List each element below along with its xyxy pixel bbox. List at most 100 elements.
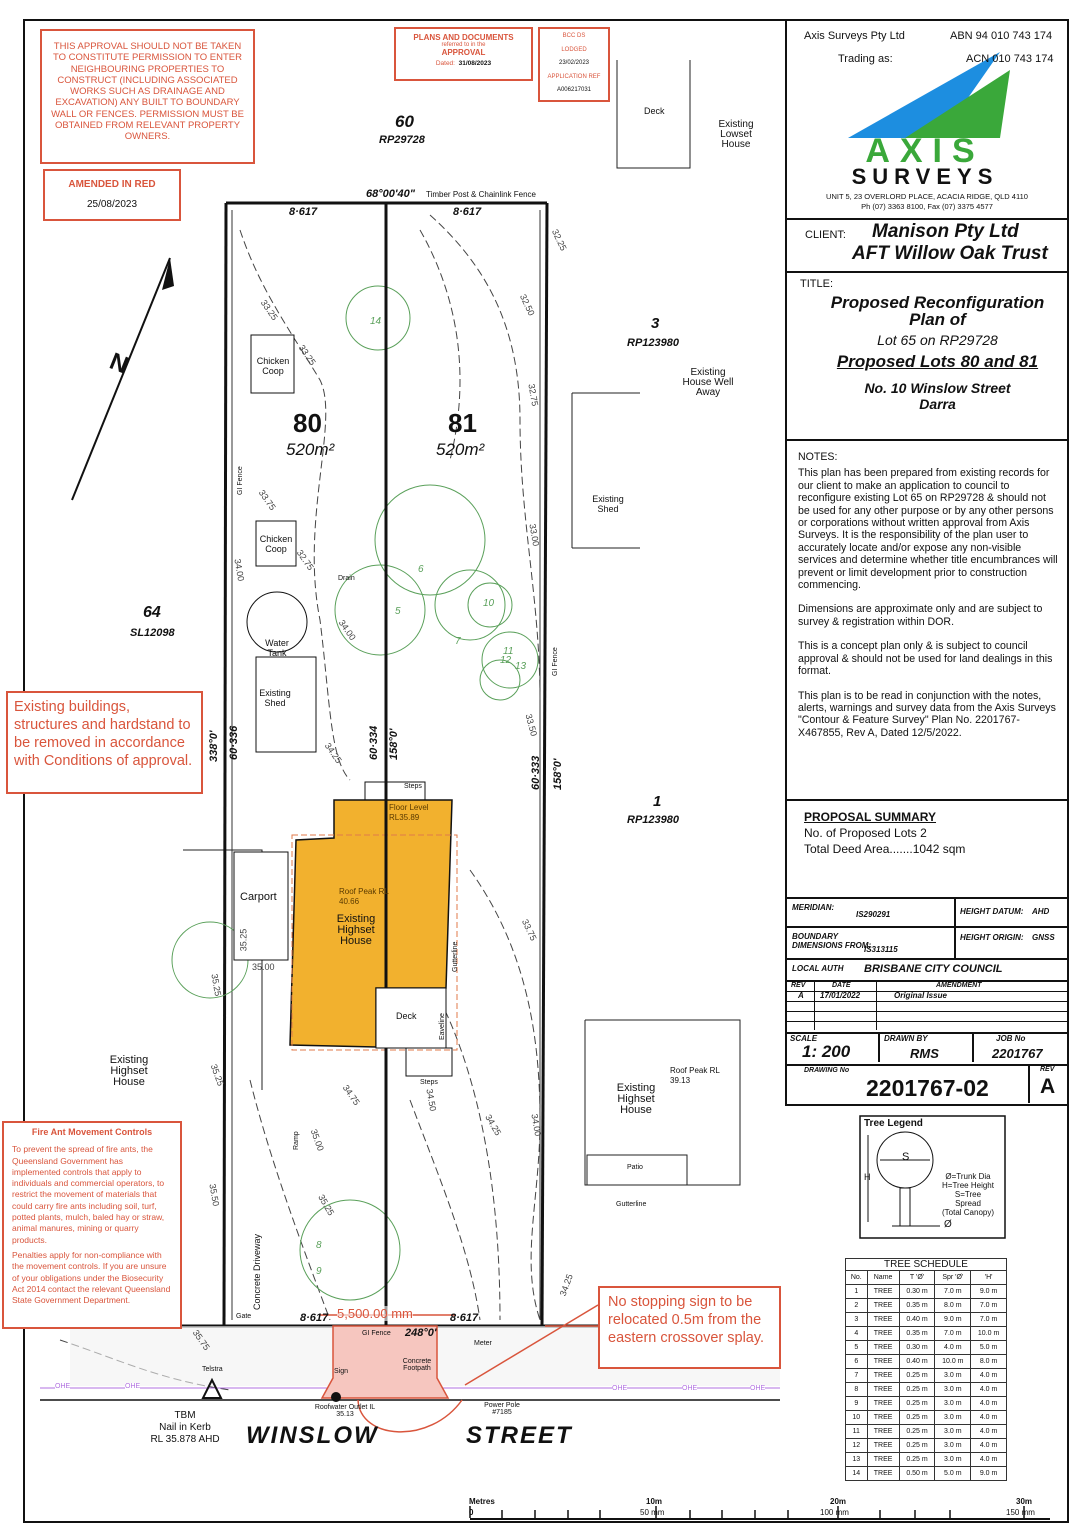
local-auth-label: LOCAL AUTH [792, 964, 844, 973]
existing-highset-left-label: Existing Highset House [109, 1054, 149, 1088]
top-fence-label: Timber Post & Chainlink Fence [426, 190, 536, 199]
telstra-label: Telstra [202, 1366, 223, 1373]
tree-schedule-cell: 7.0 m [934, 1284, 972, 1299]
eaveline-label: Eaveline [439, 1013, 446, 1040]
scale-bar-zero: 0 [469, 1508, 474, 1517]
tree-schedule-cell: 3.0 m [934, 1452, 972, 1467]
client-name-1: Manison Pty Ltd [872, 221, 1019, 242]
crossover-hatch [320, 1325, 450, 1399]
existing-highset-house-label: Existing Highset House [336, 913, 376, 947]
right-bearing: 158°0' [552, 758, 564, 791]
drawn-by-label: DRAWN BY [884, 1034, 928, 1043]
concrete-driveway-label: Concrete Driveway [252, 1233, 262, 1310]
tree-schedule-cell: 2 [845, 1298, 868, 1313]
water-tank-label: Water Tank [265, 638, 289, 658]
bcc-app-ref-label: APPLICATION REF [547, 73, 601, 80]
tree-schedule-cell: 0.30 m [898, 1340, 936, 1355]
mid-bearing: 158°0' [388, 728, 400, 761]
tree-schedule-cell: 3.0 m [934, 1396, 972, 1411]
tree-schedule-cell: 4.0 m [970, 1396, 1007, 1411]
tree-schedule-header: No. [845, 1270, 868, 1285]
meridian-label: MERIDIAN: [792, 903, 835, 912]
right-length: 60·333 [530, 755, 542, 790]
gutterline-right-label: Gutterline [616, 1201, 647, 1208]
ohe-label-1: OHE [55, 1383, 71, 1390]
tree-schedule-cell: 14 [845, 1466, 868, 1481]
existing-shed-right-label: Existing Shed [592, 494, 624, 514]
rev-header: REV [791, 982, 806, 989]
job-no-label: JOB No [996, 1034, 1026, 1043]
tree-schedule-cell: 3 [845, 1312, 868, 1327]
patio-label: Patio [627, 1164, 643, 1171]
scale-bar-30m: 30m [1016, 1497, 1033, 1506]
tree-schedule-cell: 3.0 m [934, 1438, 972, 1453]
tree-schedule-cell: TREE [866, 1326, 900, 1341]
tree-schedule-cell: 7.0 m [970, 1312, 1007, 1327]
tree-schedule-cell: 0.25 m [898, 1438, 936, 1453]
rev-row-amendment: Original Issue [894, 991, 947, 1000]
title-line-5: No. 10 Winslow Street [864, 380, 1011, 396]
tree-schedule-cell: 12 [845, 1438, 868, 1453]
tree-schedule-title: TREE SCHEDULE [845, 1258, 1007, 1270]
plans-documents-stamp: PLANS AND DOCUMENTS referred to in the A… [394, 27, 533, 81]
tree-schedule-cell: 10 [845, 1410, 868, 1425]
ohe-label-4: OHE [682, 1385, 698, 1392]
tree-schedule-cell: 4.0 m [970, 1382, 1007, 1397]
permission-note-stamp: THIS APPROVAL SHOULD NOT BE TAKEN TO CON… [40, 29, 255, 164]
tree-schedule-cell: 8 [845, 1382, 868, 1397]
tree-schedule-cell: 7.0 m [934, 1326, 972, 1341]
tree-schedule-cell: 4.0 m [970, 1452, 1007, 1467]
surveys-logo-text: SURVEYS [851, 164, 999, 189]
scale-bar-150mm: 150 mm [1006, 1508, 1035, 1517]
neighbour-lowset-house [616, 60, 691, 169]
tree-schedule-cell: 0.25 m [898, 1452, 936, 1467]
note-4: This plan is to be read in conjunction w… [798, 689, 1056, 739]
axis-logo-mark [848, 52, 1010, 138]
company-abn: ABN 94 010 743 174 [950, 30, 1053, 42]
notes-label: NOTES: [798, 451, 838, 463]
tree-schedule-cell: 3.0 m [934, 1410, 972, 1425]
lot-60-number: 60 [395, 112, 414, 131]
scale-bar-20m: 20m [830, 1497, 847, 1506]
tree-schedule-cell: TREE [866, 1466, 900, 1481]
tree-schedule-cell: 0.40 m [898, 1354, 936, 1369]
lot-60-rp: RP29728 [379, 134, 425, 146]
tree-schedule-cell: 0.35 m [898, 1326, 936, 1341]
drawing-no-label: DRAWING No [804, 1067, 850, 1074]
power-pole-label: Power Pole #7185 [484, 1402, 520, 1416]
bcc-lodged-stamp: BCC DS LODGED 23/02/2023 APPLICATION REF… [538, 27, 610, 102]
tree-schedule-header: T 'Ø' [898, 1270, 936, 1285]
tree-schedule-cell: TREE [866, 1438, 900, 1453]
tree-schedule-cell: 10.0 m [934, 1354, 972, 1369]
floor-level-label: Floor Level RL35.89 [389, 803, 429, 822]
tree-schedule-cell: 4.0 m [970, 1368, 1007, 1383]
fire-ant-controls: Fire Ant Movement Controls To prevent th… [2, 1121, 182, 1329]
street-name-street: STREET [466, 1422, 573, 1449]
lot-1-rp: RP123980 [627, 814, 679, 826]
tree-schedule-cell: 4 [845, 1326, 868, 1341]
company-name: Axis Surveys Pty Ltd [804, 30, 905, 42]
drawing-info-grid: MERIDIAN: IS290291 HEIGHT DATUM: AHD BOU… [786, 898, 1068, 1105]
title-label: TITLE: [800, 278, 834, 290]
rev-row-rev: A [798, 991, 804, 1000]
meter-label: Meter [474, 1340, 492, 1347]
left-length: 60·336 [228, 725, 240, 760]
tree-schedule-cell: TREE [866, 1382, 900, 1397]
tree-schedule-cell: TREE [866, 1410, 900, 1425]
fire-ant-title: Fire Ant Movement Controls [31, 1127, 153, 1137]
bottom-bearing: 248°0' [405, 1327, 437, 1339]
amendment-header: AMENDMENT [936, 982, 982, 989]
plans-dated-label: Dated: [435, 60, 455, 67]
lot-64-number: 64 [143, 604, 161, 621]
bcc-app-ref: A006217031 [556, 87, 592, 93]
title-line-6: Darra [919, 396, 956, 412]
amended-label: AMENDED IN RED [68, 179, 156, 190]
tree-schedule-header: Spr 'Ø' [934, 1270, 972, 1285]
